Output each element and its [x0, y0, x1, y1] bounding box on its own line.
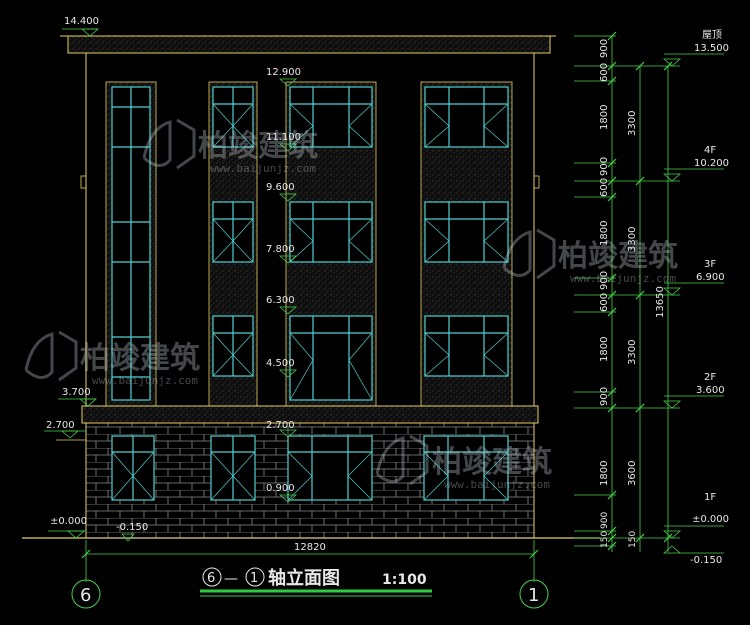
title-text: 轴立面图 — [268, 567, 340, 589]
bay1-glazing — [111, 86, 151, 401]
floor-height-1f: 3600 — [627, 461, 638, 486]
axis-bubble-6 — [71, 579, 101, 609]
watermark-brand-4: 柏竣建筑 — [432, 445, 552, 480]
elev-7800: 7.800 — [266, 244, 295, 255]
floor-height-3f: 3300 — [627, 227, 638, 252]
elev-0-left: ±0.000 — [50, 516, 87, 527]
elev-11100: 11.100 — [266, 132, 301, 143]
bay3-windows — [289, 86, 373, 401]
floor-level-symbols — [662, 53, 724, 554]
wall-bracket-left — [80, 175, 87, 189]
bay4-windows — [424, 86, 509, 377]
elev-3700-left: 3.700 — [62, 387, 91, 398]
dim-13: 150 — [628, 531, 638, 548]
dim-7: 600 — [599, 293, 610, 312]
title-scale: 1:100 — [382, 572, 427, 588]
elev-0900: 0.900 — [266, 483, 295, 494]
dim-2: 1800 — [599, 105, 610, 130]
elev-9600: 9.600 — [266, 182, 295, 193]
floor-1f-elev: ±0.000 — [692, 514, 729, 525]
floor-height-4f: 3300 — [627, 111, 638, 136]
elev-top-label: 14.400 — [64, 16, 99, 27]
first-floor-cornice — [81, 405, 539, 424]
title-axis-to: 1 — [250, 571, 258, 586]
dim-12: 900 — [600, 512, 610, 529]
elev-4500: 4.500 — [266, 358, 295, 369]
floor-4f-elev: 10.200 — [694, 158, 729, 169]
floor-height-2f: 3300 — [627, 340, 638, 365]
axis-bubble-1 — [519, 579, 549, 609]
title-circle-to — [245, 567, 265, 587]
watermark-logo-icon — [24, 118, 556, 486]
dimension-lines — [574, 35, 680, 552]
watermark-brand-2: 柏竣建筑 — [558, 239, 678, 274]
dim-8: 1800 — [599, 337, 610, 362]
elev-2700-left: 2.700 — [46, 420, 75, 431]
watermark-url-4: www.baijunjz.com — [444, 478, 550, 491]
watermark-url-3: www.baijunjz.com — [92, 374, 198, 387]
title-axis-from: 6 — [207, 571, 215, 586]
dim-0: 900 — [599, 39, 610, 58]
mid-elevation-marks — [278, 78, 298, 503]
watermark-brand-3: 柏竣建筑 — [80, 341, 200, 376]
bay2-windows — [212, 86, 254, 377]
watermark-url-2: www.baijunjz.com — [570, 272, 676, 285]
floor-roof-name: 屋顶 — [702, 29, 722, 41]
floor-1f-name: 1F — [704, 492, 716, 503]
floor-2f-name: 2F — [704, 372, 716, 383]
floor-3f-elev: 6.900 — [696, 272, 725, 283]
title-circle-from — [202, 567, 222, 587]
floor-below-elev: -0.150 — [690, 555, 722, 566]
left-elevation-marks — [44, 28, 135, 542]
floor-4f-name: 4F — [704, 145, 716, 156]
floor-3f-name: 3F — [704, 259, 716, 270]
elev-2700-mid: 2.700 — [266, 420, 295, 431]
axis-label-1: 1 — [528, 585, 539, 606]
title-dash: — — [224, 571, 238, 587]
floor-2f-elev: 3.600 — [696, 385, 725, 396]
total-width: 12820 — [294, 542, 326, 553]
dim-6: 900 — [599, 271, 610, 290]
roof-cornice — [67, 35, 551, 54]
dim-11: 150 — [600, 531, 610, 548]
wall-bracket-right — [533, 175, 540, 189]
dim-4: 600 — [599, 178, 610, 197]
elev-m0150-left: -0.150 — [116, 522, 148, 533]
floor-roof-elev: 13.500 — [694, 43, 729, 54]
dim-9: 900 — [599, 387, 610, 406]
dim-1: 600 — [599, 63, 610, 82]
elev-12900: 12.900 — [266, 67, 301, 78]
dim-5: 1800 — [599, 221, 610, 246]
dimension-ticks — [607, 31, 673, 551]
watermark-brand-1: 柏竣建筑 — [198, 129, 318, 164]
dim-3: 900 — [599, 157, 610, 176]
elev-6300: 6.300 — [266, 295, 295, 306]
total-height: 13650 — [655, 286, 666, 318]
axis-label-6: 6 — [80, 585, 91, 606]
width-dimension — [81, 540, 539, 582]
dim-10: 1800 — [599, 461, 610, 486]
watermark-url-1: www.baijunjz.com — [210, 162, 316, 175]
ground-windows — [111, 435, 509, 501]
